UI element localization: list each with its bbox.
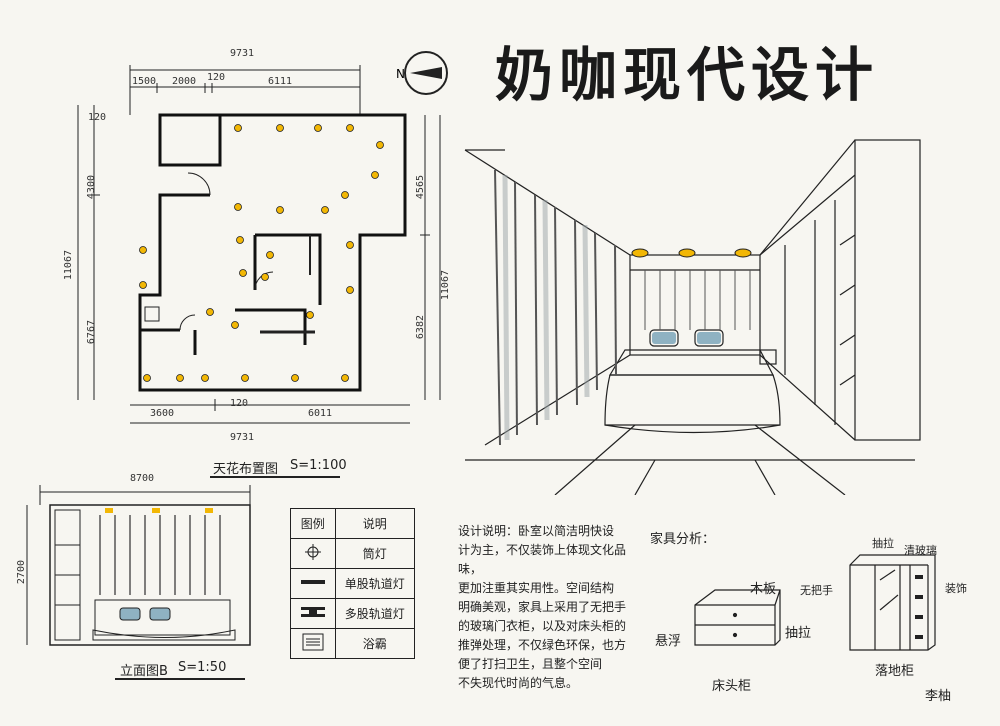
wardrobe-drawing [849,554,936,651]
nightstand-drawing [694,589,781,646]
multi-track-icon [300,607,325,617]
furniture-heading: 家具分析： [650,532,716,547]
compass-letter: N [396,67,405,81]
design-note-line: 计为主，不仅装饰上体现文化品味， [458,543,627,576]
elevation-caption-underline [115,678,245,680]
compass-icon: N [396,51,448,95]
wardrobe-label-glass: 清玻璃 [904,544,937,557]
dim-small-120: 120 [88,112,107,123]
dim-top-1500: 1500 [132,76,157,87]
design-note-line: 便了打扫卫生，且整个空间 [458,657,603,671]
downlight-icon [304,544,321,560]
design-note-line: 设计说明：卧室以简洁明快设 [458,524,615,538]
bedroom-perspective [464,139,921,495]
design-note-line: 更加注重其实用性。空间结构 [458,581,615,595]
legend-row: 单股轨道灯 [290,568,416,599]
dim-top-120: 120 [207,72,226,83]
nightstand-label-wood: 木板 [750,582,777,597]
design-note-line: 的玻璃门衣柜，以及对床头柜的 [458,619,627,633]
plan-scale: S=1:100 [290,458,347,473]
plan-caption: 天花布置图 [213,462,279,477]
design-note-line: 明确美观，家具上采用了无把手 [458,600,627,614]
legend-row: 筒灯 [290,538,416,569]
legend-table: 图例 说明 筒灯 单股轨道灯 多股轨道灯 浴霸 [290,508,416,659]
plan-downlights [139,124,384,382]
signature: 李柚 [925,689,952,704]
bath-heater-icon [302,633,324,651]
design-note-line: 不失现代时尚的气息。 [458,676,579,690]
plan-caption-underline [210,476,340,478]
dim-bottom-120: 120 [230,398,249,409]
wardrobe-label-no-handle: 无把手 [800,584,833,597]
legend-header-symbol: 图例 [290,508,336,539]
design-note: 设计说明：卧室以简洁明快设 计为主，不仅装饰上体现文化品味， 更加注重其实用性。… [458,522,638,693]
legend-label: 浴霸 [334,628,416,659]
legend-row: 浴霸 [290,628,416,659]
elevation-b [26,485,251,646]
wardrobe-label-deco: 装饰 [945,582,967,595]
legend-label: 多股轨道灯 [334,598,416,629]
nightstand-caption: 床头柜 [712,679,752,694]
ceiling-plan [77,65,441,424]
legend-label: 筒灯 [334,538,416,569]
legend-header-desc: 说明 [334,508,416,539]
design-note-line: 推弹处理，不仅绿色环保，也方 [458,638,627,652]
elevation-scale: S=1:50 [178,660,227,675]
dim-top-2000: 2000 [172,76,197,87]
dim-top-total: 9731 [230,48,255,59]
nightstand-label-pull: 抽拉 [785,626,812,641]
wardrobe-label-pull: 抽拉 [872,537,894,550]
dim-bottom-3600: 3600 [150,408,175,419]
nightstand-label-float: 悬浮 [655,634,682,649]
wardrobe-caption: 落地柜 [875,664,915,679]
elevation-caption: 立面图B [120,664,168,679]
elevation-dim-width: 8700 [130,473,155,484]
dim-bottom-total: 9731 [230,432,255,443]
page-title: 奶咖现代设计 [495,41,880,109]
elevation-dim-height: 2700 [16,560,27,585]
dim-top-6111: 6111 [268,76,293,87]
legend-label: 单股轨道灯 [334,568,416,599]
dim-bottom-6011: 6011 [308,408,333,419]
single-track-icon [300,580,325,584]
legend-row: 多股轨道灯 [290,598,416,629]
